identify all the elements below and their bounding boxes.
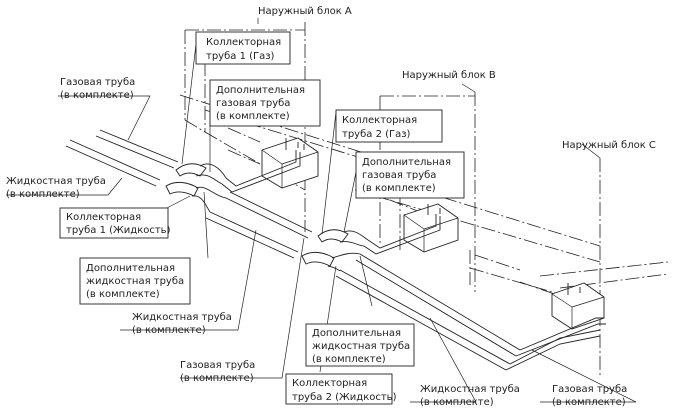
collector-liquid-1-line1: Коллекторная (66, 212, 141, 223)
gas-pipe-label-2-line1: Газовая труба (180, 360, 255, 371)
liquid-pipe-label-1-line2: (в комплекте) (6, 189, 80, 200)
collector-gas-1-line2: труба 1 (Газ) (206, 51, 275, 62)
collector-liquid-1-line2: труба 1 (Жидкость) (66, 225, 171, 236)
liquid-pipe-label-3-line1: Жидкостная труба (420, 384, 520, 395)
unit-c-label: Наружный блок C (562, 140, 656, 151)
add-gas-1-line3: (в комплекте) (216, 111, 290, 122)
gas-pipe-label-3-line1: Газовая труба (552, 384, 627, 395)
unit-a-label: Наружный блок A (258, 6, 352, 17)
liquid-pipe-label-2-line1: Жидкостная труба (132, 312, 232, 323)
collector-gas-1-line1: Коллекторная (206, 37, 281, 48)
collector-pipe-1 (165, 163, 227, 213)
liquid-pipe-label-2-line2: (в комплекте) (132, 325, 206, 336)
gas-pipe-label-1-line1: Газовая труба (60, 77, 135, 88)
liquid-pipe-label-1-line1: Жидкостная труба (6, 176, 106, 187)
collector-gas-2-line2: труба 2 (Газ) (342, 129, 411, 140)
main-pipe-runs (65, 129, 606, 371)
add-gas-1-line2: газовая труба (216, 98, 290, 109)
unit-b-label: Наружный блок B (402, 70, 496, 81)
collector-liquid-2-line1: Коллекторная (292, 378, 367, 389)
add-liquid-2-line3: (в комплекте) (312, 354, 386, 365)
outdoor-unit-c (469, 158, 669, 378)
collector-liquid-2-line2: труба 2 (Жидкость) (292, 392, 397, 403)
label-frames (59, 31, 465, 405)
liquid-pipe-label-3-line2: (в комплекте) (420, 397, 494, 408)
leader-lines (6, 18, 637, 403)
gas-pipe-label-1-line2: (в комплекте) (60, 90, 134, 101)
add-liquid-1-line1: Дополнительная (86, 263, 175, 274)
add-gas-2-line1: Дополнительная (362, 157, 451, 168)
text-labels: Наружный блок A Наружный блок B Наружный… (6, 6, 656, 408)
add-liquid-1-line2: жидкостная труба (86, 276, 184, 287)
add-liquid-1-line3: (в комплекте) (86, 289, 160, 300)
collector-pipe-2 (301, 229, 369, 271)
gas-pipe-label-3-line2: (в комплекте) (552, 397, 626, 408)
add-gas-2-line3: (в комплекте) (362, 183, 436, 194)
gas-pipe-label-2-line2: (в комплекте) (180, 373, 254, 384)
add-liquid-2-line1: Дополнительная (312, 328, 401, 339)
add-liquid-2-line2: жидкостная труба (312, 341, 410, 352)
add-gas-2-line2: газовая труба (362, 170, 436, 181)
add-gas-1-line1: Дополнительная (216, 85, 305, 96)
collector-gas-2-line1: Коллекторная (342, 115, 417, 126)
